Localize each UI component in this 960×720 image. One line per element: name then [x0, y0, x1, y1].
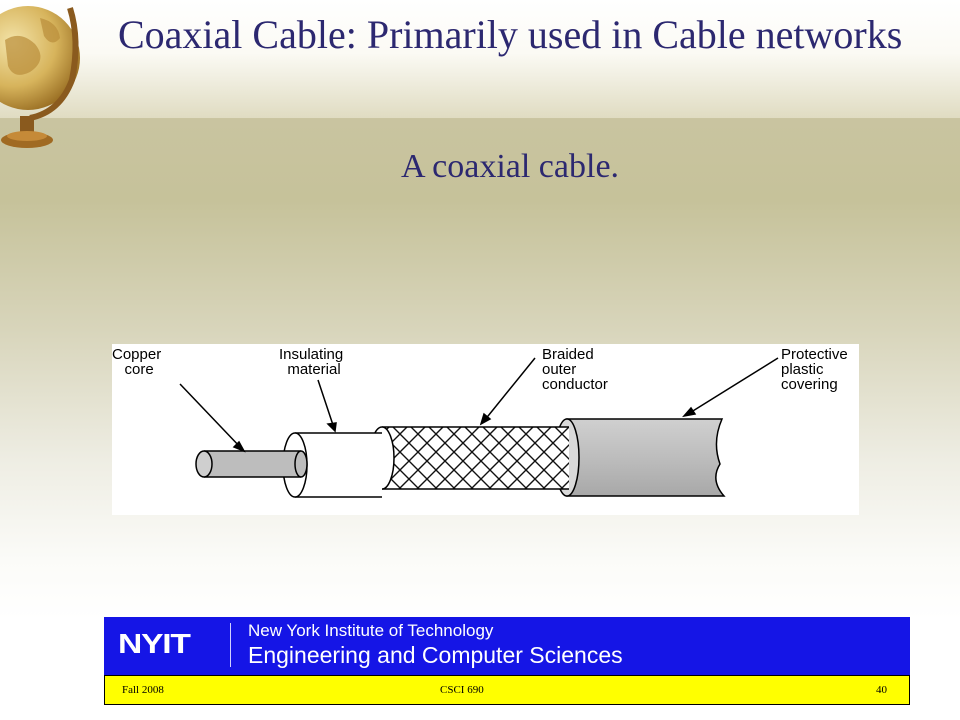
- institution-banner: NYIT New York Institute of Technology En…: [104, 617, 910, 675]
- globe-icon: [0, 6, 80, 148]
- label-braided-outer-conductor: Braided outer conductor: [542, 346, 608, 393]
- insulating-material: [295, 433, 382, 497]
- department-name: Engineering and Computer Sciences: [248, 642, 623, 668]
- footer-term: Fall 2008: [122, 684, 164, 696]
- footer-page-number: 40: [876, 684, 887, 696]
- coaxial-cable-diagram: [179, 357, 779, 498]
- protective-covering: [566, 418, 726, 497]
- slide-subtitle: A coaxial cable.: [400, 148, 620, 185]
- coaxial-cable-figure: Copper core Insulating material Braided …: [112, 344, 859, 515]
- institution-name: New York Institute of Technology: [248, 621, 494, 640]
- copper-core: [204, 451, 301, 477]
- slide-title: Coaxial Cable: Primarily used in Cable n…: [118, 12, 903, 57]
- label-insulating-material: Insulating material: [279, 346, 344, 378]
- banner-divider: [230, 623, 231, 667]
- label-copper-core: Copper core: [112, 346, 162, 378]
- label-protective-plastic-covering: Protective plastic covering: [781, 346, 848, 393]
- slide-footer: Fall 2008 CSCI 690 40: [104, 675, 910, 705]
- title-band: [0, 0, 960, 118]
- footer-course: CSCI 690: [440, 684, 484, 696]
- nyit-logo: NYIT: [118, 628, 191, 659]
